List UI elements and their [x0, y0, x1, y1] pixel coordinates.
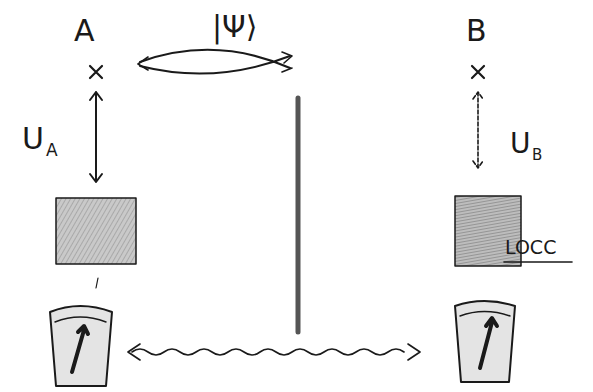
party-label: B: [466, 16, 487, 46]
state-label: |Ψ⟩: [212, 12, 257, 42]
classical-channel: [132, 349, 404, 355]
subscript: B: [532, 148, 542, 163]
meter-b: [455, 301, 515, 382]
entanglement-link: [140, 50, 290, 74]
operator-label: U: [22, 124, 44, 154]
underline: [504, 261, 572, 263]
unitary-arrow-b: [473, 92, 483, 168]
particle-a: [90, 66, 102, 78]
particle-b: [472, 66, 484, 78]
device-box-a: [56, 198, 136, 264]
separation-wall: [296, 98, 301, 332]
title-label: LOCC: [505, 238, 556, 257]
unitary-arrow-a: [90, 92, 102, 182]
operator-label: U: [510, 130, 531, 158]
party-label: A: [74, 16, 95, 46]
meter-a: [50, 306, 112, 386]
subscript: A: [46, 142, 58, 159]
